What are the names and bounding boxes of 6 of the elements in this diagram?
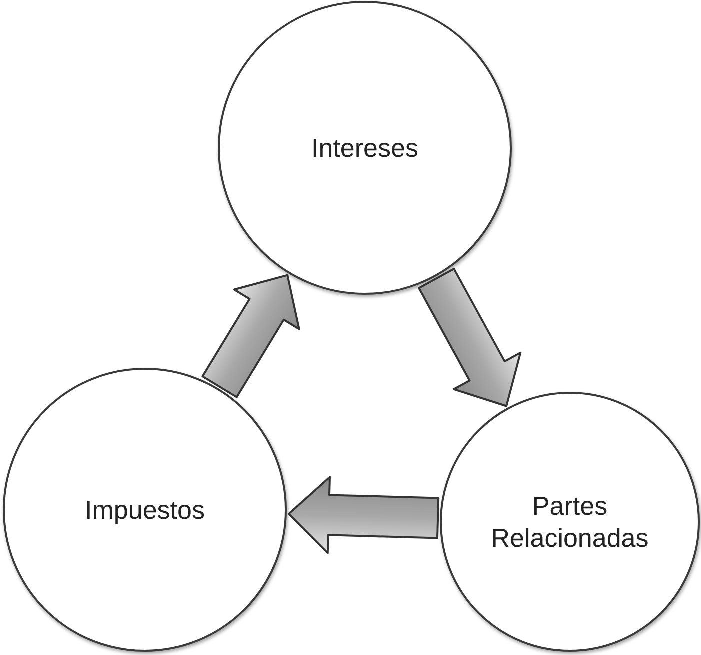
block-arrow: [202, 274, 300, 398]
node-label: Intereses: [312, 132, 418, 164]
node-label: Partes Relacionadas: [490, 490, 650, 554]
block-arrow: [418, 268, 522, 408]
node-label: Impuestos: [85, 494, 205, 526]
block-arrow: [288, 476, 440, 554]
